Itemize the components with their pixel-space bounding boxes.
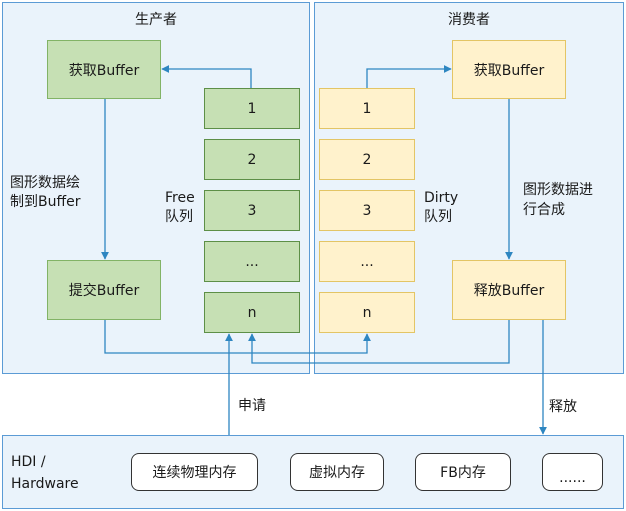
consumer-compose-label-line1: 图形数据进 — [523, 182, 593, 198]
hdi-memory-more: ...... — [542, 453, 603, 491]
dirty-queue-cell: ... — [319, 241, 415, 282]
hdi-memory-fb: FB内存 — [415, 453, 511, 491]
consumer-release-buffer-box: 释放Buffer — [452, 260, 566, 320]
free-queue-cell: 1 — [204, 88, 300, 129]
request-arrow-label: 申请 — [238, 398, 266, 414]
dirty-queue-label-line1: Dirty — [424, 190, 459, 206]
free-queue-cell: 2 — [204, 139, 300, 180]
free-queue-cell: n — [204, 292, 300, 333]
free-queue-cell: ... — [204, 241, 300, 282]
dirty-queue-label-line2: 队列 — [424, 209, 452, 225]
dirty-queue-cell: 3 — [319, 190, 415, 231]
producer-draw-label-line1: 图形数据绘 — [10, 175, 80, 191]
consumer-title: 消费者 — [448, 12, 490, 28]
dirty-queue-cell: 2 — [319, 139, 415, 180]
producer-draw-label-line2: 制到Buffer — [10, 194, 81, 210]
producer-acquire-buffer-box: 获取Buffer — [47, 40, 161, 99]
free-queue-label-line2: 队列 — [165, 209, 193, 225]
hdi-memory-contiguous-physical: 连续物理内存 — [131, 453, 258, 491]
dirty-queue-cell: n — [319, 292, 415, 333]
consumer-compose-label-line2: 行合成 — [523, 202, 565, 218]
free-queue-label-line1: Free — [165, 190, 195, 206]
hdi-title-line1: HDI / — [11, 454, 46, 470]
producer-title: 生产者 — [135, 12, 177, 28]
consumer-acquire-buffer-box: 获取Buffer — [452, 40, 566, 99]
producer-submit-buffer-box: 提交Buffer — [47, 260, 161, 320]
hdi-title-line2: Hardware — [11, 476, 79, 492]
release-arrow-label: 释放 — [549, 399, 577, 415]
free-queue-cell: 3 — [204, 190, 300, 231]
dirty-queue-cell: 1 — [319, 88, 415, 129]
hdi-memory-virtual: 虚拟内存 — [290, 453, 384, 491]
